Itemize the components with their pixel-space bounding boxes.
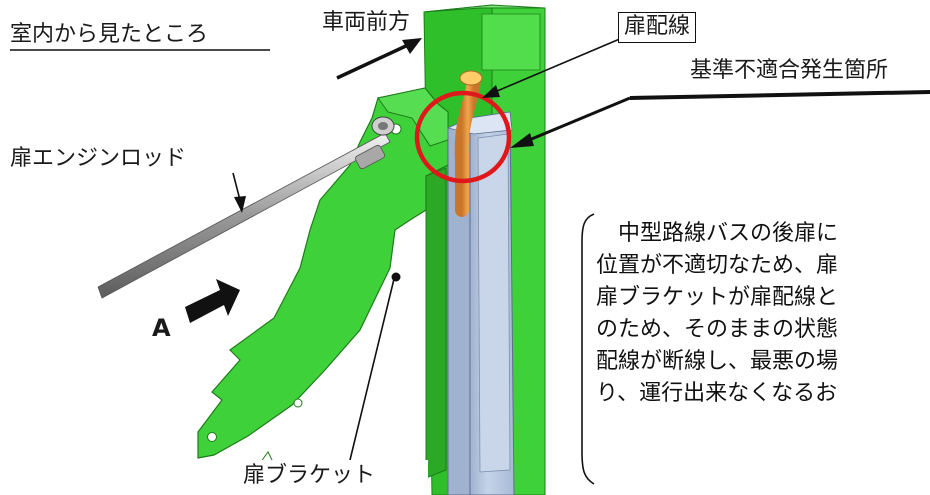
door-wiring-leader xyxy=(482,37,623,98)
description-bracket xyxy=(581,213,595,485)
door-bracket xyxy=(197,87,449,487)
view-a-arrow xyxy=(185,279,240,323)
nonconformance-location-label: 基準不適合発生箇所 xyxy=(690,58,889,83)
description-paragraph: 中型路線バスの後扉に 位置が不適切なため、扉 扉ブラケットが扉配線と のため、そ… xyxy=(596,218,930,410)
door-bracket-label: 扉ブラケット xyxy=(243,463,376,488)
door-engine-rod xyxy=(97,116,395,299)
view-a-label: A xyxy=(152,314,171,342)
door-engine-rod-label: 扉エンジンロッド xyxy=(10,146,187,171)
vehicle-front-arrow xyxy=(336,38,422,80)
steel-pillar xyxy=(446,111,515,495)
description-line: り、運行出来なくなるお xyxy=(596,381,838,406)
door-bracket-leader xyxy=(349,278,395,461)
nonconformance-leader xyxy=(510,90,930,148)
description-line: のため、そのままの状態 xyxy=(596,317,839,342)
description-line: 位置が不適切なため、扉 xyxy=(596,253,839,278)
view-from-inside-title: 室内から見たところ xyxy=(10,22,209,47)
description-line: 中型路線バスの後扉に xyxy=(596,221,839,246)
door-wiring xyxy=(454,70,483,217)
vehicle-front-label: 車両前方 xyxy=(322,10,411,35)
door-wiring-label: 扉配線 xyxy=(618,12,697,43)
nonconformance-highlight-circle xyxy=(414,90,512,184)
description-line: 扉ブラケットが扉配線と xyxy=(596,285,839,310)
door-engine-rod-leader xyxy=(232,172,246,213)
description-line: 配線が断線し、最悪の場 xyxy=(596,349,839,374)
